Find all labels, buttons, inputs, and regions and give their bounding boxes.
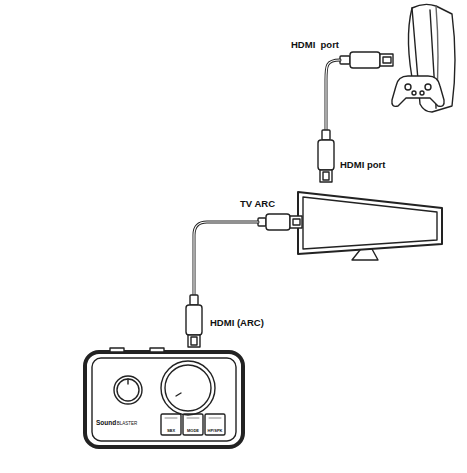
connector-label: HDMI (ARC) [210, 318, 264, 328]
connector-label: TV ARC [240, 199, 275, 209]
connector-label: HDMI port [340, 160, 385, 170]
button-label: MODE [187, 429, 199, 433]
brand-logo: BLASTER [117, 422, 138, 427]
button-label: SBX [167, 429, 175, 433]
connector-label: HDMI port [291, 40, 339, 50]
brand-logo: Sound [96, 420, 116, 427]
button-label: HP/SPK [208, 429, 223, 433]
